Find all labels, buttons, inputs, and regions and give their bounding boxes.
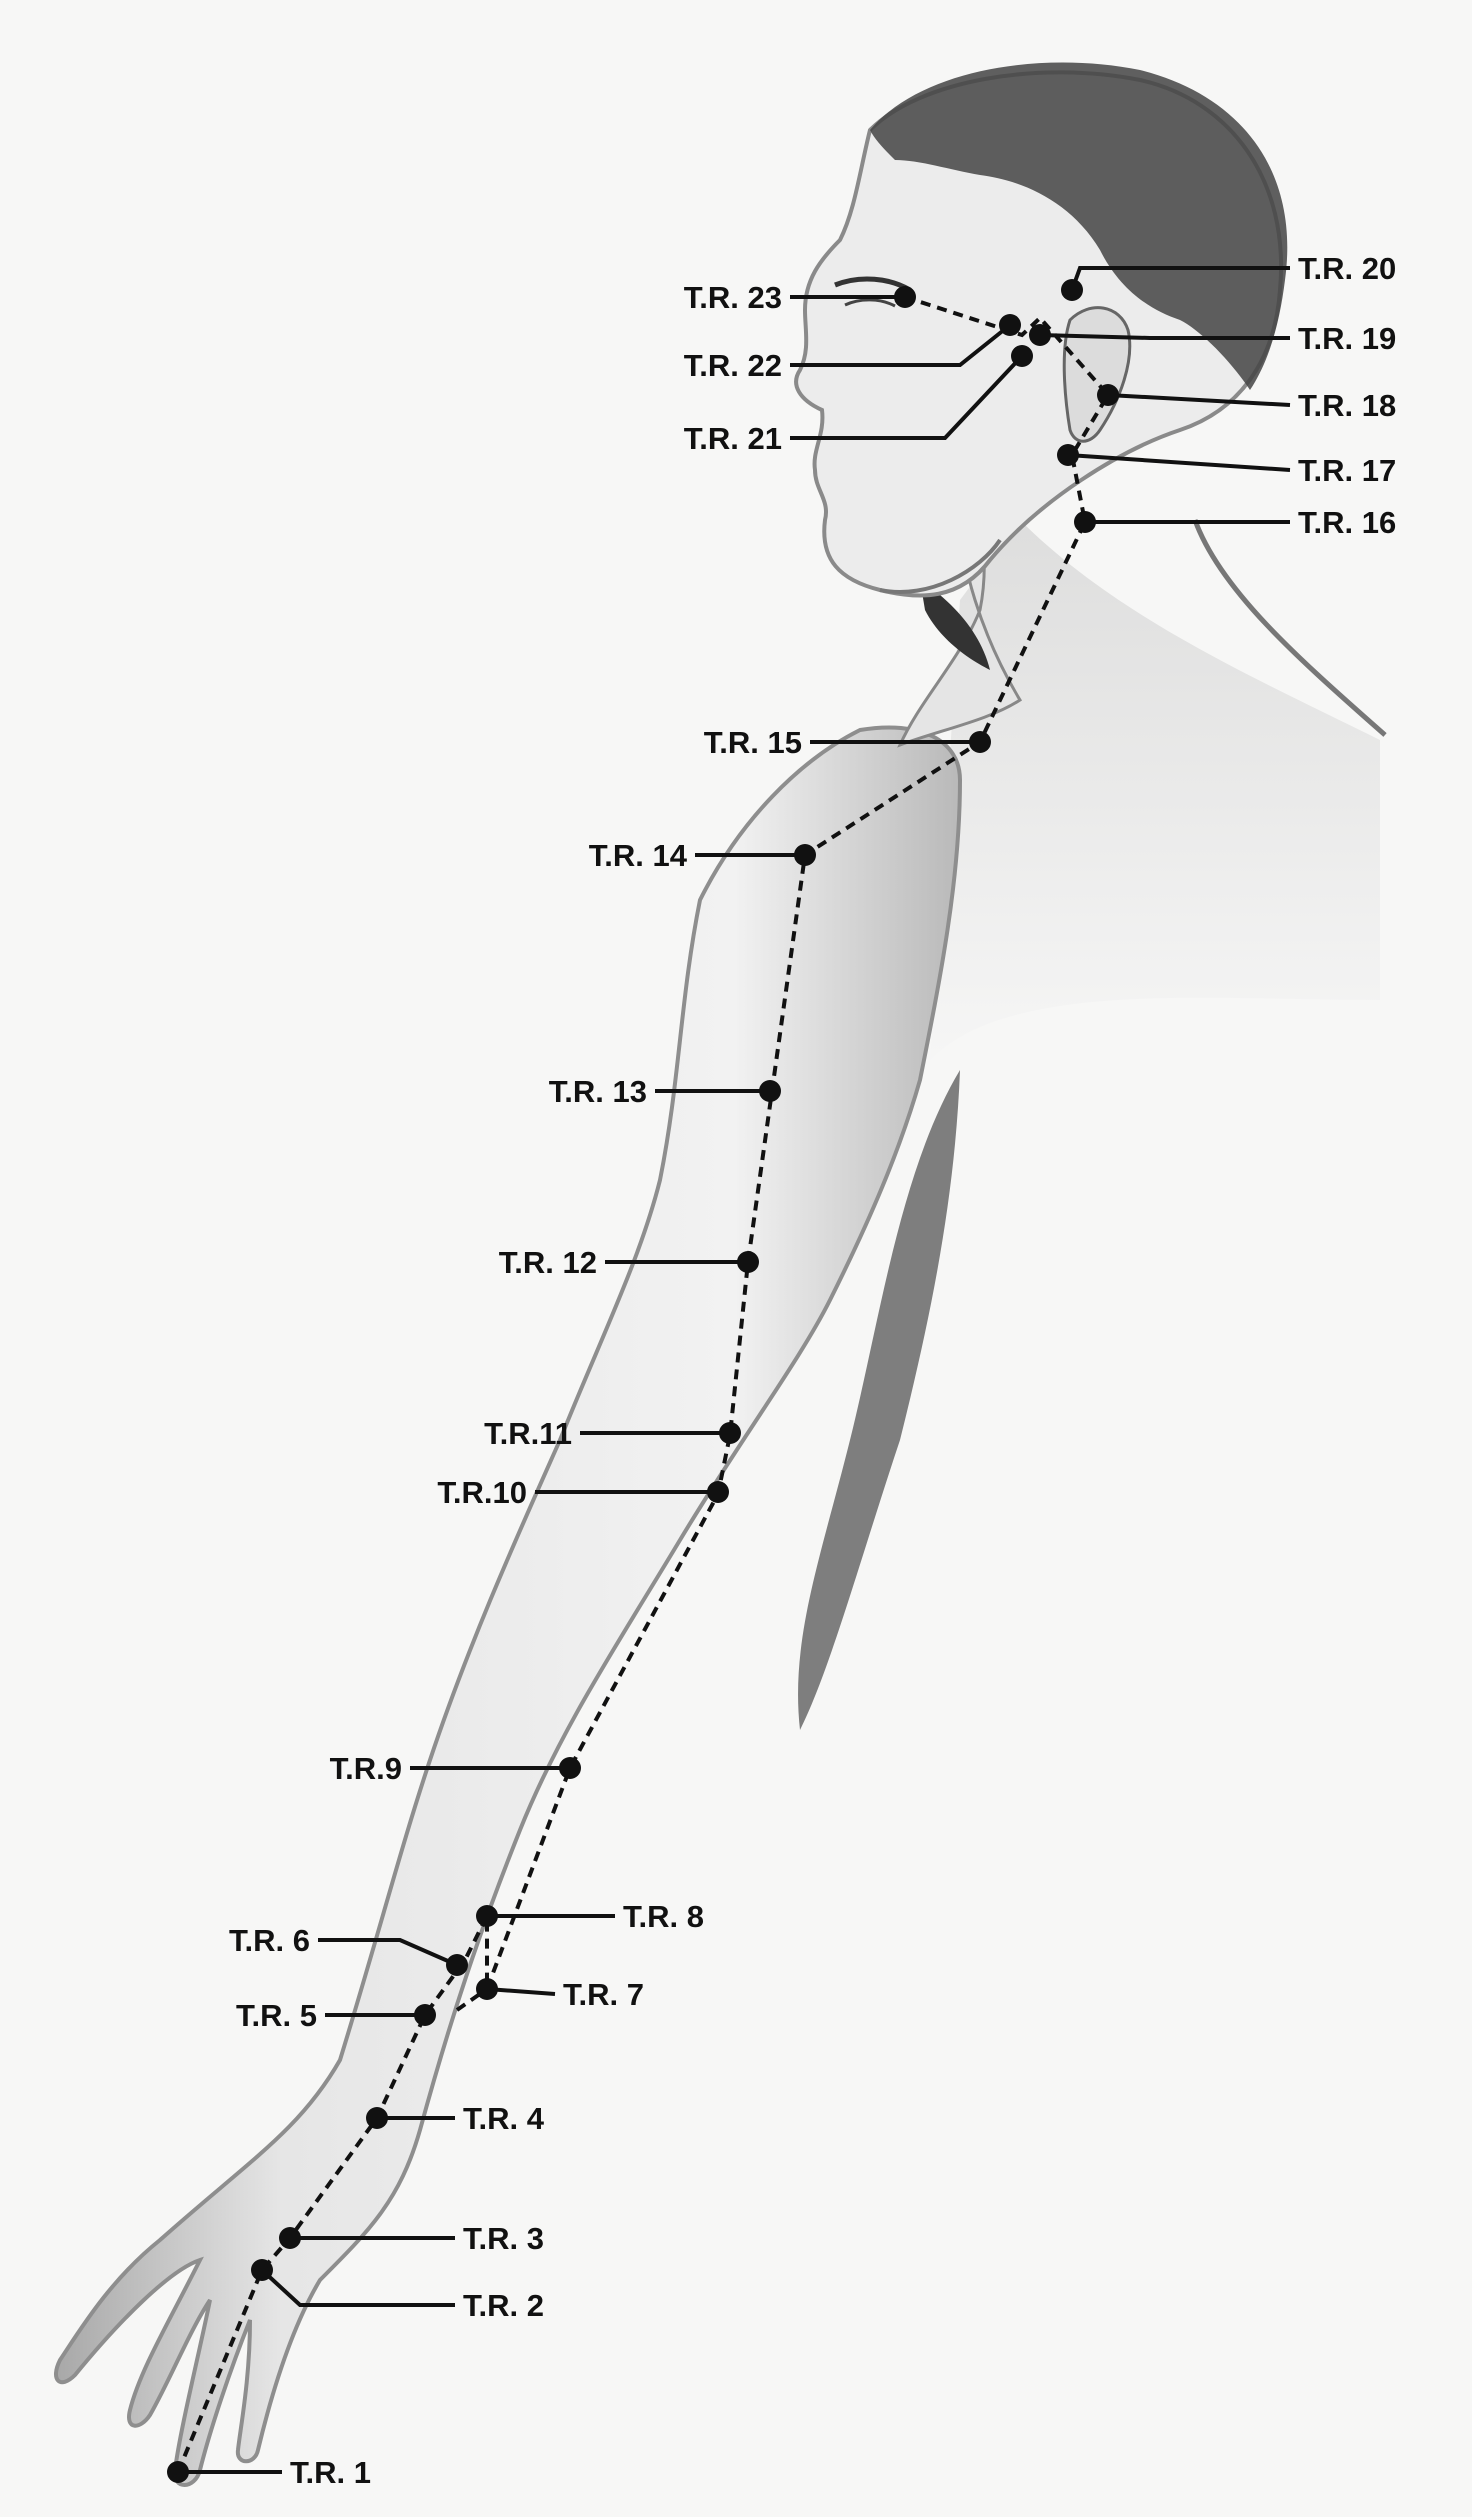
acupoint-tr5: T.R. 5 bbox=[236, 1998, 436, 2033]
acupoint-label: T.R. 2 bbox=[463, 2288, 544, 2323]
acupoint-label: T.R. 4 bbox=[463, 2101, 545, 2136]
leader-line bbox=[1039, 333, 1290, 340]
acupoint-tr7: T.R. 7 bbox=[476, 1977, 644, 2012]
torso-shading bbox=[930, 520, 1380, 1060]
acupoint-label: T.R. 13 bbox=[549, 1074, 647, 1109]
acupoint-label: T.R.10 bbox=[437, 1475, 527, 1510]
acupoint-tr22: T.R. 22 bbox=[684, 314, 1021, 383]
leader-line bbox=[790, 323, 1012, 367]
acupoint-label: T.R. 22 bbox=[684, 348, 782, 383]
acupoint-label: T.R.11 bbox=[484, 1416, 572, 1451]
acupoint-dot bbox=[251, 2259, 273, 2281]
acupoint-dot bbox=[1061, 279, 1083, 301]
acupoint-tr19: T.R. 19 bbox=[1029, 321, 1396, 356]
acupoint-label: T.R. 16 bbox=[1298, 505, 1396, 540]
acupoint-label: T.R. 19 bbox=[1298, 321, 1396, 356]
leader-line bbox=[1067, 453, 1291, 472]
body-illustration bbox=[54, 62, 1387, 2487]
acupoint-dot bbox=[707, 1481, 729, 1503]
acupoint-label: T.R. 23 bbox=[684, 280, 782, 315]
armpit-shadow bbox=[798, 1070, 960, 1730]
acupoint-dot bbox=[969, 731, 991, 753]
ear bbox=[1062, 306, 1132, 443]
acupoint-tr1: T.R. 1 bbox=[167, 2455, 371, 2490]
acupoint-tr17: T.R. 17 bbox=[1057, 444, 1396, 488]
acupoint-dot bbox=[794, 844, 816, 866]
acupoint-label: T.R. 17 bbox=[1298, 453, 1396, 488]
acupoint-dot bbox=[279, 2227, 301, 2249]
acupoint-dot bbox=[366, 2107, 388, 2129]
acupoint-dot bbox=[737, 1251, 759, 1273]
meridian-path bbox=[176, 295, 1111, 2473]
acupoint-dot bbox=[1097, 384, 1119, 406]
leader-line bbox=[318, 1938, 458, 1967]
acupoint-dot bbox=[719, 1422, 741, 1444]
acupoint-tr12: T.R. 12 bbox=[499, 1245, 759, 1280]
acupoint-label: T.R. 18 bbox=[1298, 388, 1396, 423]
hair bbox=[870, 62, 1288, 390]
acupoint-tr18: T.R. 18 bbox=[1097, 384, 1396, 423]
jaw-shadow bbox=[879, 538, 1002, 594]
acupoint-layer: T.R. 1 T.R. 2 T.R. 3 T.R. 4 T.R. 5 T.R. 6 T.R.… bbox=[167, 251, 1396, 2490]
acupoint-tr16: T.R. 16 bbox=[1074, 505, 1396, 540]
acupoint-dot bbox=[759, 1080, 781, 1102]
eye bbox=[844, 298, 896, 308]
acupoint-tr9: T.R.9 bbox=[330, 1751, 581, 1786]
leader-line bbox=[486, 1987, 556, 1996]
acupoint-tr4: T.R. 4 bbox=[366, 2101, 545, 2136]
acupoint-dot bbox=[414, 2004, 436, 2026]
acupoint-tr20: T.R. 20 bbox=[1061, 251, 1396, 301]
acupoint-dot bbox=[476, 1905, 498, 1927]
acupoint-label: T.R. 15 bbox=[704, 725, 802, 760]
acupoint-label: T.R. 5 bbox=[236, 1998, 317, 2033]
acupoint-label: T.R. 20 bbox=[1298, 251, 1396, 286]
acupoint-tr23: T.R. 23 bbox=[684, 280, 916, 315]
acupoint-tr14: T.R. 14 bbox=[589, 838, 816, 873]
acupoint-tr13: T.R. 13 bbox=[549, 1074, 781, 1109]
acupoint-label: T.R. 3 bbox=[463, 2221, 544, 2256]
neck-shadow bbox=[920, 580, 990, 670]
acupoint-tr10: T.R.10 bbox=[437, 1475, 729, 1510]
acupoint-dot bbox=[476, 1978, 498, 2000]
acupoint-dot bbox=[999, 314, 1021, 336]
acupoint-dot bbox=[446, 1954, 468, 1976]
back-contour bbox=[1192, 519, 1387, 737]
acupoint-label: T.R. 21 bbox=[684, 421, 782, 456]
acupoint-label: T.R. 6 bbox=[229, 1923, 310, 1958]
leader-line bbox=[1107, 393, 1291, 407]
acupoint-label: T.R. 12 bbox=[499, 1245, 597, 1280]
acupoint-tr11: T.R.11 bbox=[484, 1416, 741, 1451]
acupoint-label: T.R. 8 bbox=[623, 1899, 704, 1934]
acupoint-dot bbox=[1029, 324, 1051, 346]
acupoint-dot bbox=[1057, 444, 1079, 466]
acupoint-tr8: T.R. 8 bbox=[476, 1899, 704, 1934]
meridian-branch bbox=[455, 1987, 489, 2012]
acupoint-dot bbox=[1011, 345, 1033, 367]
acupoint-tr21: T.R. 21 bbox=[684, 345, 1033, 456]
acupoint-tr6: T.R. 6 bbox=[229, 1923, 468, 1976]
acupoint-label: T.R.9 bbox=[330, 1751, 402, 1786]
acupoint-dot bbox=[894, 286, 916, 308]
acupoint-dot bbox=[167, 2461, 189, 2483]
acupoint-label: T.R. 1 bbox=[290, 2455, 371, 2490]
acupoint-dot bbox=[559, 1757, 581, 1779]
acupoint-label: T.R. 14 bbox=[589, 838, 688, 873]
leader-line bbox=[260, 2268, 455, 2307]
acupoint-tr15: T.R. 15 bbox=[704, 725, 991, 760]
acupoint-tr3: T.R. 3 bbox=[279, 2221, 544, 2256]
acupoint-label: T.R. 7 bbox=[563, 1977, 644, 2012]
acupoint-dot bbox=[1074, 511, 1096, 533]
leader-line bbox=[790, 354, 1024, 440]
acupoint-tr2: T.R. 2 bbox=[251, 2259, 544, 2323]
